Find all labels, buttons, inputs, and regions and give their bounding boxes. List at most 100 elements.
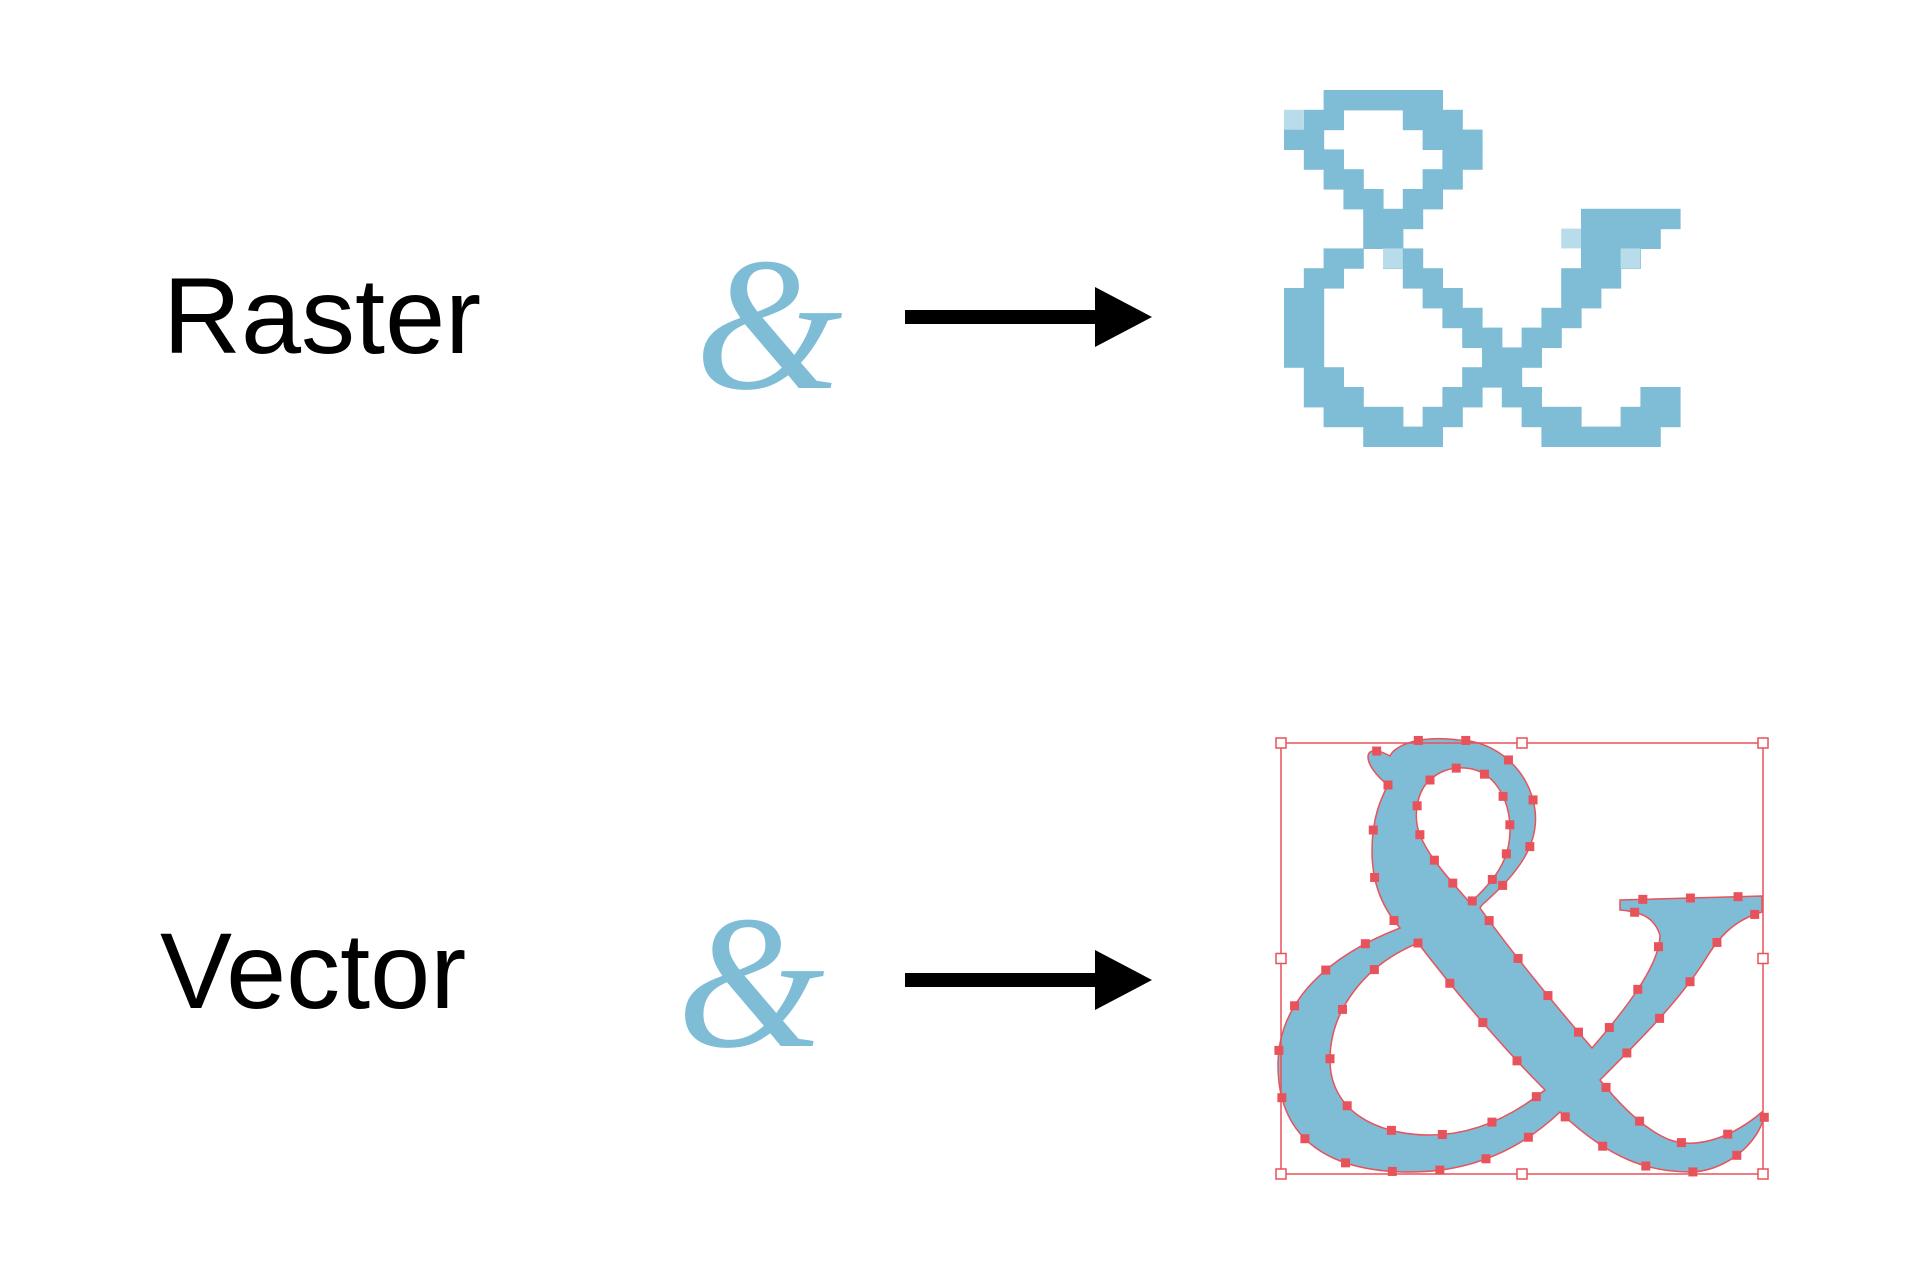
control-point-icon <box>1325 1054 1335 1064</box>
pixel-block <box>1284 307 1325 329</box>
control-point-icon <box>1750 909 1760 919</box>
control-point-icon <box>1342 1101 1352 1111</box>
control-point-icon <box>1560 1112 1570 1122</box>
pixelated-ampersand <box>1284 90 1681 447</box>
control-point-icon <box>1467 896 1477 906</box>
control-point-icon <box>1543 991 1553 1001</box>
control-point-icon <box>1341 1158 1351 1168</box>
control-point-icon <box>1688 1167 1698 1177</box>
pixel-block <box>1462 327 1503 348</box>
pixel-block <box>1323 248 1364 269</box>
control-point-icon <box>1685 977 1695 987</box>
pixel-block <box>1303 109 1344 131</box>
control-point-icon <box>1622 1048 1632 1058</box>
control-point-icon <box>1437 1129 1447 1139</box>
control-point-icon <box>1676 1138 1686 1148</box>
pixel-block <box>1284 129 1325 150</box>
control-point-icon <box>1503 755 1513 765</box>
control-point-icon <box>1372 746 1382 756</box>
antialias-pixel <box>1620 248 1641 269</box>
raster-source-ampersand: & <box>695 220 843 430</box>
control-point-icon <box>1573 1027 1583 1037</box>
vector-ampersand <box>1274 735 1769 1180</box>
pixel-block <box>1442 307 1483 329</box>
control-point-icon <box>1386 1125 1396 1135</box>
antialias-pixel <box>1383 248 1403 269</box>
pixel-block <box>1541 426 1661 447</box>
anchor-points <box>1274 735 1769 1177</box>
control-point-icon <box>1712 937 1722 947</box>
pixel-block <box>1284 288 1325 309</box>
control-point-icon <box>1479 769 1489 779</box>
pixel-block <box>1422 129 1483 150</box>
control-point-icon <box>1412 801 1422 811</box>
bounding-box-handle-icon <box>1516 1168 1528 1180</box>
pixel-block <box>1462 367 1523 388</box>
pixel-block <box>1581 208 1681 230</box>
control-point-icon <box>1413 938 1423 948</box>
pixel-block <box>1284 347 1325 368</box>
control-point-icon <box>1598 1141 1608 1151</box>
bounding-box-handles <box>1275 737 1769 1180</box>
pixel-block <box>1541 307 1582 329</box>
control-point-icon <box>1461 735 1471 745</box>
control-point-icon <box>1633 984 1643 994</box>
bounding-box-handle-icon <box>1275 1168 1287 1180</box>
control-point-icon <box>1498 791 1508 801</box>
control-point-icon <box>1487 1117 1497 1127</box>
bounding-box-handle-icon <box>1757 952 1769 965</box>
pixel-block <box>1442 149 1483 170</box>
control-point-icon <box>1512 1056 1522 1066</box>
control-point-icon <box>1277 1093 1287 1103</box>
control-point-icon <box>1484 916 1494 926</box>
control-point-icon <box>1387 1166 1397 1176</box>
raster-right-arrow-icon <box>905 287 1152 347</box>
control-point-icon <box>1451 763 1461 773</box>
control-point-icon <box>1498 880 1508 890</box>
pixel-block <box>1323 169 1364 190</box>
control-point-icon <box>1630 907 1640 917</box>
control-point-icon <box>1513 953 1523 963</box>
pixel-block <box>1402 268 1443 289</box>
pixel-block <box>1323 90 1443 111</box>
vector-ampersand-bottom-counter <box>1329 942 1547 1136</box>
control-point-icon <box>1604 1023 1614 1033</box>
control-point-icon <box>1425 775 1435 785</box>
bounding-box-handle-icon <box>1275 737 1287 749</box>
pixel-block <box>1363 208 1424 230</box>
control-point-icon <box>1641 1161 1651 1171</box>
control-point-icon <box>1389 916 1399 926</box>
pixel-block <box>1521 327 1562 348</box>
pixel-block <box>1501 387 1542 408</box>
pixel-block <box>1303 268 1344 289</box>
vector-source-ampersand: & <box>677 878 825 1088</box>
control-point-icon <box>1601 1082 1611 1092</box>
pixel-block <box>1521 406 1582 428</box>
pixel-block <box>1422 169 1463 190</box>
control-point-icon <box>1360 939 1370 949</box>
pixel-block <box>1303 149 1344 170</box>
pixel-block <box>1363 426 1443 447</box>
pixel-block <box>1402 189 1443 210</box>
control-point-icon <box>1685 893 1695 903</box>
control-point-icon <box>1531 1092 1541 1102</box>
pixel-block <box>1402 109 1463 131</box>
antialias-pixel <box>1561 228 1581 249</box>
control-point-icon <box>1300 1134 1310 1144</box>
control-point-icon <box>1321 965 1331 975</box>
pixel-block <box>1284 327 1325 348</box>
control-point-icon <box>1655 1013 1665 1023</box>
raster-label: Raster <box>163 255 482 376</box>
control-point-icon <box>1653 942 1663 952</box>
control-point-icon <box>1448 878 1458 888</box>
control-point-icon <box>1370 872 1380 882</box>
control-point-icon <box>1505 820 1515 830</box>
pixel-block <box>1303 367 1344 388</box>
pixel-block <box>1640 387 1681 408</box>
vector-label: Vector <box>160 910 467 1031</box>
control-point-icon <box>1638 894 1648 904</box>
control-point-icon <box>1635 1116 1645 1126</box>
bounding-box-handle-icon <box>1275 952 1287 965</box>
control-point-icon <box>1274 1045 1284 1055</box>
